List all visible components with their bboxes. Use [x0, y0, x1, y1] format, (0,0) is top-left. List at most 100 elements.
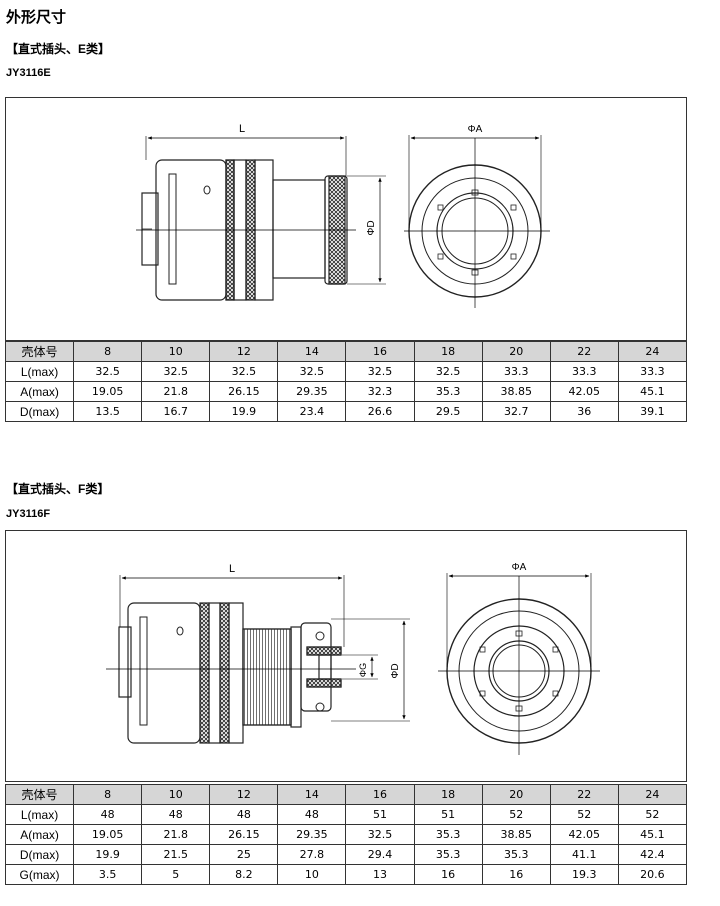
value-cell: 32.7 [481, 401, 551, 422]
value-cell: 39.1 [617, 401, 688, 422]
value-cell: 32.5 [141, 361, 211, 382]
header-size-cell: 10 [141, 341, 211, 362]
header-size-cell: 20 [481, 784, 551, 805]
row-label-cell: A(max) [4, 824, 75, 845]
value-cell: 19.9 [73, 844, 143, 865]
dimension-d-f: ΦD [331, 618, 410, 722]
value-cell: 52 [549, 804, 619, 825]
value-cell: 32.5 [277, 361, 347, 382]
value-cell: 29.5 [413, 401, 483, 422]
header-size-cell: 18 [413, 784, 483, 805]
header-size-cell: 24 [617, 784, 688, 805]
value-cell: 13.5 [73, 401, 143, 422]
header-size-cell: 16 [345, 341, 415, 362]
value-cell: 32.5 [73, 361, 143, 382]
value-cell: 32.5 [345, 824, 415, 845]
row-label-cell: G(max) [4, 864, 75, 885]
value-cell: 26.15 [209, 381, 279, 402]
value-cell: 51 [345, 804, 415, 825]
svg-text:L: L [239, 123, 245, 135]
value-cell: 8.2 [209, 864, 279, 885]
value-cell: 26.6 [345, 401, 415, 422]
value-cell: 20.6 [617, 864, 688, 885]
row-label-cell: L(max) [4, 804, 75, 825]
header-size-cell: 12 [209, 341, 279, 362]
value-cell: 23.4 [277, 401, 347, 422]
value-cell: 52 [617, 804, 688, 825]
value-cell: 32.3 [345, 381, 415, 402]
svg-text:ΦA: ΦA [468, 124, 483, 135]
value-cell: 27.8 [277, 844, 347, 865]
header-size-cell: 14 [277, 784, 347, 805]
dimension-l-e: L [145, 123, 347, 176]
value-cell: 13 [345, 864, 415, 885]
value-cell: 45.1 [617, 824, 688, 845]
value-cell: 48 [277, 804, 347, 825]
value-cell: 16.7 [141, 401, 211, 422]
value-cell: 48 [141, 804, 211, 825]
value-cell: 32.5 [209, 361, 279, 382]
svg-text:ΦG: ΦG [358, 663, 368, 677]
value-cell: 26.15 [209, 824, 279, 845]
value-cell: 16 [413, 864, 483, 885]
dimension-l-f: L [119, 563, 345, 647]
value-cell: 21.8 [141, 824, 211, 845]
value-cell: 21.5 [141, 844, 211, 865]
header-size-cell: 24 [617, 341, 688, 362]
svg-text:L: L [229, 563, 235, 575]
value-cell: 3.5 [73, 864, 143, 885]
value-cell: 19.05 [73, 824, 143, 845]
value-cell: 41.1 [549, 844, 619, 865]
section-heading-f: 【直式插头、F类】 [6, 482, 110, 496]
value-cell: 16 [481, 864, 551, 885]
svg-text:ΦD: ΦD [366, 220, 377, 235]
header-size-cell: 8 [73, 341, 143, 362]
connector-drawing-f: L ΦG ΦD [106, 562, 600, 755]
page-title: 外形尺寸 [6, 9, 67, 26]
dimension-a-e: ΦA [408, 124, 542, 228]
row-label-cell: A(max) [4, 381, 75, 402]
header-size-cell: 10 [141, 784, 211, 805]
dimension-g-f: ΦG [342, 654, 378, 680]
value-cell: 52 [481, 804, 551, 825]
row-label-cell: D(max) [4, 844, 75, 865]
section-heading-e: 【直式插头、E类】 [6, 42, 111, 56]
value-cell: 32.5 [413, 361, 483, 382]
row-label-cell: L(max) [4, 361, 75, 382]
connector-drawing-e: L ΦD ΦA [136, 123, 550, 308]
value-cell: 35.3 [481, 844, 551, 865]
header-size-cell: 12 [209, 784, 279, 805]
dimension-a-f: ΦA [446, 562, 592, 667]
drawing-frame-f: L ΦG ΦD [5, 530, 687, 782]
value-cell: 25 [209, 844, 279, 865]
value-cell: 29.4 [345, 844, 415, 865]
model-code-e: JY3116E [6, 67, 51, 79]
value-cell: 21.8 [141, 381, 211, 402]
model-code-f: JY3116F [6, 508, 51, 520]
value-cell: 35.3 [413, 824, 483, 845]
value-cell: 38.85 [481, 381, 551, 402]
value-cell: 5 [141, 864, 211, 885]
value-cell: 42.05 [549, 824, 619, 845]
value-cell: 35.3 [413, 844, 483, 865]
header-size-cell: 14 [277, 341, 347, 362]
row-label-cell: D(max) [4, 401, 75, 422]
value-cell: 29.35 [277, 381, 347, 402]
value-cell: 51 [413, 804, 483, 825]
value-cell: 42.05 [549, 381, 619, 402]
value-cell: 36 [549, 401, 619, 422]
value-cell: 42.4 [617, 844, 688, 865]
header-size-cell: 8 [73, 784, 143, 805]
header-size-cell: 22 [549, 784, 619, 805]
value-cell: 45.1 [617, 381, 688, 402]
header-label-cell: 壳体号 [4, 784, 75, 805]
value-cell: 19.05 [73, 381, 143, 402]
